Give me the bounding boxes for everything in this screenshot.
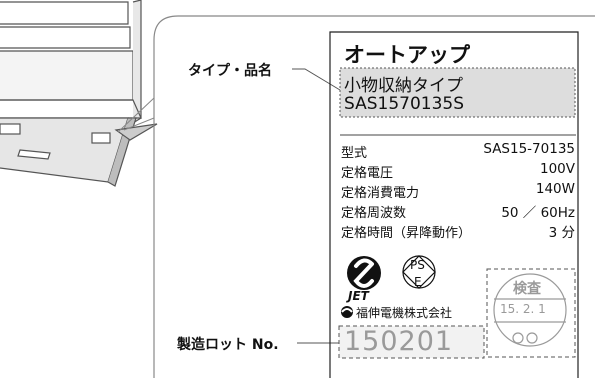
company-logo-icon bbox=[341, 306, 353, 318]
spec-key-time: 定格時間（昇降動作） bbox=[341, 226, 472, 241]
spec-value-voltage: 100V bbox=[539, 161, 575, 177]
spec-key-voltage: 定格電圧 bbox=[341, 166, 394, 181]
manufacturer-name: 福伸電機株式会社 bbox=[356, 306, 453, 320]
lot-no-label: 製造ロット No. bbox=[177, 337, 279, 353]
spec-key-model: 型式 bbox=[341, 146, 368, 161]
inspection-stamp-icon bbox=[493, 273, 567, 347]
brand-name: オートアップ bbox=[344, 43, 470, 67]
spec-key-power: 定格消費電力 bbox=[341, 186, 420, 201]
spec-value-time: 3 分 bbox=[548, 225, 575, 241]
type-name-box bbox=[339, 67, 576, 118]
type-text: 小物収納タイプ bbox=[344, 76, 463, 96]
s-logo-icon bbox=[347, 256, 381, 290]
lot-number: 150201 bbox=[344, 326, 454, 357]
type-name-label: タイプ・品名 bbox=[188, 63, 272, 79]
pse-mark-icon bbox=[402, 255, 436, 289]
spec-value-frequency: 50 ／ 60Hz bbox=[501, 205, 575, 221]
spec-value-model: SAS15-70135 bbox=[483, 141, 575, 157]
lot-number-box bbox=[338, 325, 485, 359]
spec-key-frequency: 定格周波数 bbox=[341, 206, 407, 221]
model-code: SAS1570135S bbox=[344, 94, 465, 114]
pse-mark-top: PS bbox=[410, 258, 425, 272]
inspection-date: 15. 2. 1 bbox=[500, 302, 546, 316]
jet-logo-icon: JET bbox=[348, 289, 369, 303]
type-name-leader bbox=[292, 68, 341, 91]
inspection-label: 検査 bbox=[513, 281, 541, 297]
callout-card-outline bbox=[153, 15, 595, 378]
nameplate-border bbox=[329, 31, 579, 378]
pse-mark-bottom: E bbox=[414, 275, 422, 289]
spec-value-power: 140W bbox=[535, 181, 575, 197]
unit-illustration bbox=[0, 0, 158, 187]
